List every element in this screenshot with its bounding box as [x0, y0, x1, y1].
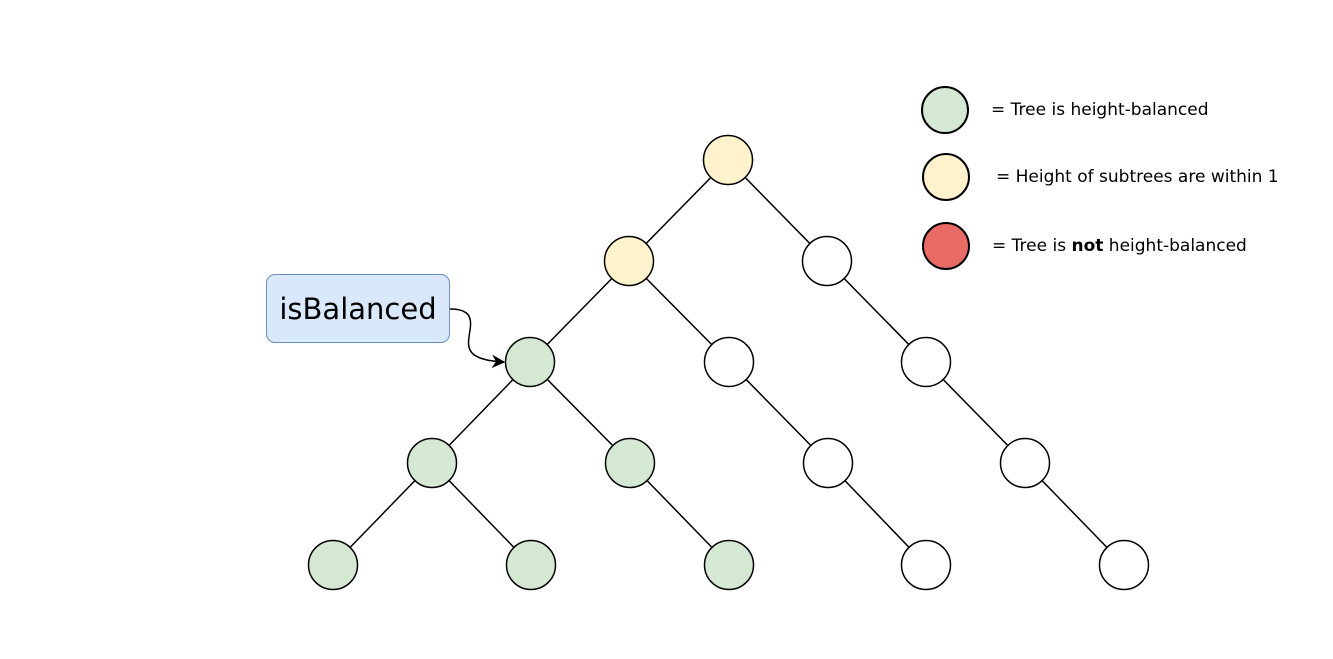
legend-swatch-balanced — [921, 86, 969, 134]
isbalanced-callout: isBalanced — [266, 274, 450, 343]
legend-text-prefix: = Tree is height-balanced — [991, 100, 1209, 120]
tree-node-ll — [504, 336, 556, 388]
tree-node-lrr — [802, 437, 854, 489]
tree-node-l — [603, 235, 655, 287]
tree-node-root — [702, 134, 754, 186]
legend-text-within-one: = Height of subtrees are within 1 — [996, 167, 1279, 187]
callout-label: isBalanced — [279, 291, 437, 326]
legend-item-within-one: = Height of subtrees are within 1 — [922, 153, 1279, 201]
tree-node-rrrr — [1098, 539, 1150, 591]
legend-text-not-balanced: = Tree is not height-balanced — [992, 236, 1247, 256]
tree-node-r — [801, 235, 853, 287]
legend-text-prefix: = Tree is — [992, 236, 1072, 256]
tree-node-lrrr — [900, 539, 952, 591]
tree-node-lllr — [505, 539, 557, 591]
legend-item-balanced: = Tree is height-balanced — [921, 86, 1209, 134]
legend-text-suffix: height-balanced — [1103, 236, 1247, 256]
tree-node-rr — [900, 336, 952, 388]
tree-nodes — [307, 134, 1150, 591]
tree-node-lr — [703, 336, 755, 388]
tree-node-llll — [307, 539, 359, 591]
callout-pointer-arrow — [449, 308, 506, 369]
legend-text-emphasis: not — [1071, 236, 1104, 256]
tree-node-llr — [604, 437, 656, 489]
legend-text-prefix: = Height of subtrees are within 1 — [996, 167, 1279, 187]
tree-node-llrr — [703, 539, 755, 591]
legend-item-not-balanced: = Tree is not height-balanced — [922, 222, 1247, 270]
tree-node-lll — [406, 437, 458, 489]
legend-swatch-not-balanced — [922, 222, 970, 270]
legend-text-balanced: = Tree is height-balanced — [991, 100, 1209, 120]
tree-node-rrr — [999, 437, 1051, 489]
legend-swatch-within-one — [922, 153, 970, 201]
